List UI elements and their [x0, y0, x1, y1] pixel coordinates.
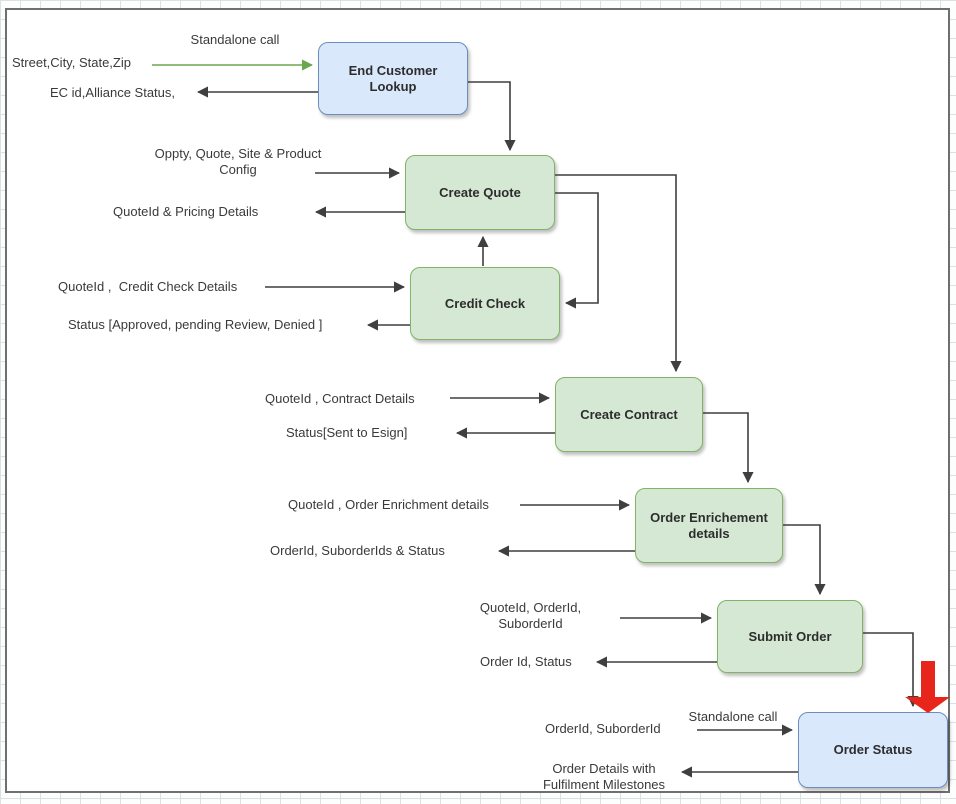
label-quoteid-credit-check-details: QuoteId , Credit Check Details — [58, 279, 238, 294]
diagram-canvas — [5, 8, 950, 793]
label-quoteid-contract-details: QuoteId , Contract Details — [265, 391, 415, 406]
node-credit-check: Credit Check — [410, 267, 560, 340]
label-oppty-quote-site-product-config: Oppty, Quote, Site & Product Config — [154, 146, 322, 177]
node-order-enrichment-details: Order Enrichement details — [635, 488, 783, 563]
node-create-quote: Create Quote — [405, 155, 555, 230]
node-create-contract: Create Contract — [555, 377, 703, 452]
node-end-customer-lookup: End Customer Lookup — [318, 42, 468, 115]
label-ec-id-alliance-status: EC id,Alliance Status, — [50, 85, 176, 100]
label-quoteid-orderid-suborderid: QuoteId, OrderId, SuborderId — [479, 600, 582, 631]
label-status-sent-to-esign: Status[Sent to Esign] — [286, 425, 408, 440]
label-status-approved-pending-denied: Status [Approved, pending Review, Denied… — [68, 317, 323, 332]
label-quoteid-pricing-details: QuoteId & Pricing Details — [113, 204, 259, 219]
label-standalone-call-bottom: Standalone call — [688, 709, 778, 724]
node-order-status: Order Status — [798, 712, 948, 788]
label-orderid-suborderid: OrderId, SuborderId — [545, 721, 661, 736]
node-submit-order: Submit Order — [717, 600, 863, 673]
label-street-city-state-zip: Street,City, State,Zip — [12, 55, 131, 70]
label-order-id-status: Order Id, Status — [480, 654, 572, 669]
label-order-details-fulfilment: Order Details with Fulfilment Milestones — [542, 761, 666, 792]
label-quoteid-order-enrichment-details: QuoteId , Order Enrichment details — [288, 497, 489, 512]
label-orderid-suborderids-status: OrderId, SuborderIds & Status — [270, 543, 445, 558]
label-standalone-call-top: Standalone call — [190, 32, 280, 47]
